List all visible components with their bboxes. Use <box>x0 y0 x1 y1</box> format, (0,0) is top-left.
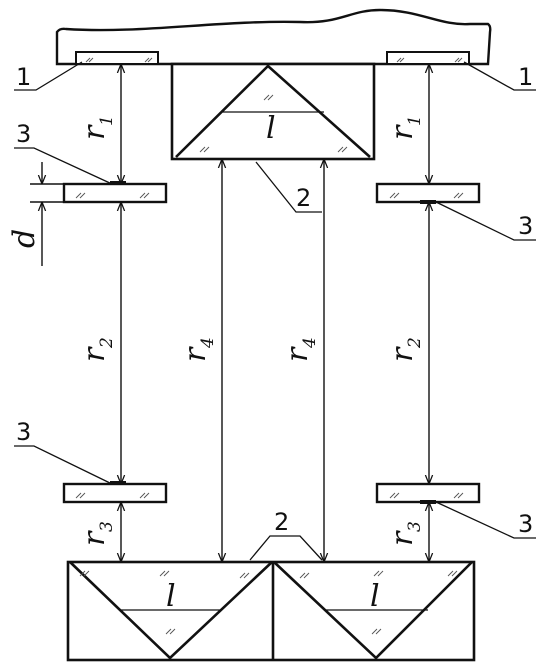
label-3-right-lower: 3 <box>518 510 533 538</box>
r1-left-index: 1 <box>97 115 117 126</box>
r4-right-symbol: r <box>280 346 315 362</box>
r3-left-symbol: r <box>77 530 112 546</box>
label-r1-left: r 1 <box>77 115 117 140</box>
top-right-mirror <box>386 51 470 65</box>
label-l-top: l <box>266 111 276 146</box>
left-lower-plate <box>62 482 168 504</box>
label-3-left-lower: 3 <box>16 418 31 446</box>
label-r4-left: r 4 <box>178 337 218 362</box>
label-3-right-upper: 3 <box>518 212 533 240</box>
label-r1-right: r 1 <box>385 115 425 140</box>
label-r2-left: r 2 <box>77 337 117 362</box>
leader-2-top <box>255 161 322 213</box>
r1-right-index: 1 <box>405 115 425 126</box>
glass-hatch-marks <box>75 57 464 635</box>
bottom-right-prism <box>273 561 473 660</box>
leader-1-left <box>14 61 83 91</box>
label-r3-left: r 3 <box>77 521 117 546</box>
r4-left-symbol: r <box>178 346 213 362</box>
label-1-right: 1 <box>518 63 533 91</box>
leader-3-right-upper <box>435 201 536 241</box>
label-r4-right: r 4 <box>280 337 320 362</box>
bottom-left-prism <box>69 561 273 660</box>
r1-right-symbol: r <box>385 124 420 140</box>
label-l-bottom-left: l <box>166 579 176 614</box>
r3-right-symbol: r <box>385 530 420 546</box>
r4-right-index: 4 <box>300 337 320 349</box>
leader-lines <box>14 61 536 561</box>
label-2-bottom: 2 <box>274 508 289 536</box>
label-3-left-upper: 3 <box>16 120 31 148</box>
r3-left-index: 3 <box>97 521 117 532</box>
leader-2-bottom <box>249 535 323 561</box>
right-lower-film <box>420 500 436 504</box>
left-upper-film <box>110 181 126 185</box>
leader-1-right <box>463 61 536 91</box>
right-lower-plate <box>375 482 481 504</box>
left-upper-plate <box>62 182 168 204</box>
top-prism-triangle <box>175 64 371 158</box>
label-l-bottom-right: l <box>370 579 380 614</box>
left-lower-film <box>110 481 126 485</box>
r2-right-index: 2 <box>405 337 425 349</box>
bottom-prism-block <box>66 560 476 662</box>
r4-left-index: 4 <box>198 337 218 349</box>
top-base-plate <box>55 8 492 66</box>
label-r2-right: r 2 <box>385 337 425 362</box>
r3-right-index: 3 <box>405 521 425 532</box>
dimension-lines <box>30 64 429 562</box>
r1-left-symbol: r <box>77 124 112 140</box>
label-1-left: 1 <box>16 63 31 91</box>
leader-3-right-lower <box>435 501 536 539</box>
leader-3-left-upper <box>14 147 113 185</box>
leader-3-left-lower <box>14 445 113 485</box>
label-2-top: 2 <box>296 184 311 212</box>
right-upper-plate <box>375 182 481 204</box>
label-r3-right: r 3 <box>385 521 425 546</box>
label-d: d <box>7 229 42 248</box>
right-upper-film <box>420 200 436 204</box>
r2-left-index: 2 <box>97 337 117 349</box>
r2-right-symbol: r <box>385 346 420 362</box>
r2-left-symbol: r <box>77 346 112 362</box>
top-left-mirror <box>75 51 159 65</box>
